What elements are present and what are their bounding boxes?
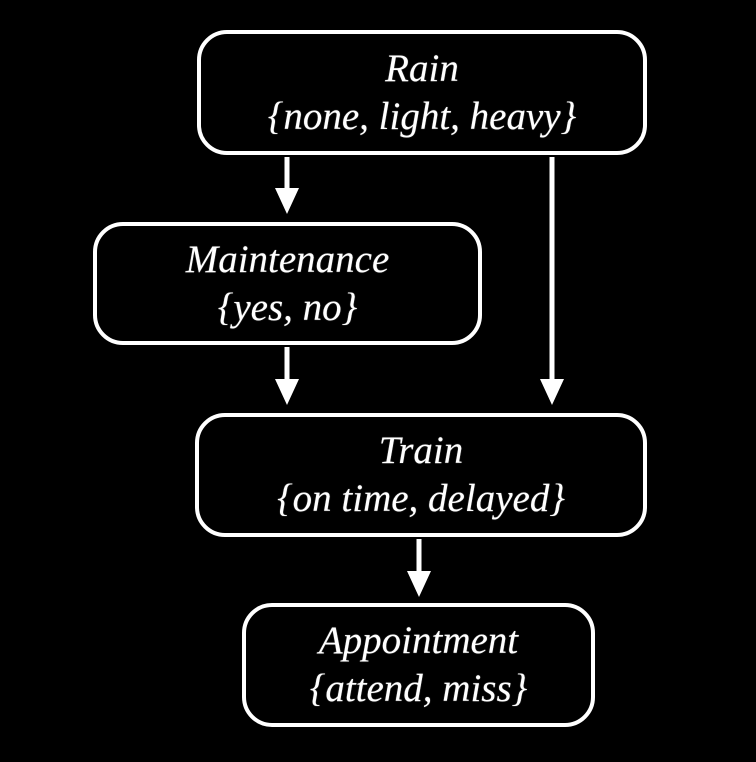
node-train-domain: {on time, delayed} — [277, 477, 565, 520]
edge-train-appointment-arrowhead — [407, 571, 431, 597]
node-maintenance-domain: {yes, no} — [217, 285, 358, 329]
edge-train-appointment — [407, 539, 431, 597]
node-appointment-label: Appointment — [318, 619, 519, 663]
node-rain: Rain {none, light, heavy} — [197, 30, 647, 155]
node-rain-domain: {none, light, heavy} — [267, 94, 577, 138]
node-appointment: Appointment {attend, miss} — [242, 603, 595, 727]
edge-maintenance-train — [275, 347, 299, 405]
edge-rain-maintenance — [275, 157, 299, 214]
edge-rain-train — [540, 157, 564, 405]
edge-rain-maintenance-arrowhead — [275, 188, 299, 214]
edge-rain-train-arrowhead — [540, 379, 564, 405]
node-maintenance: Maintenance {yes, no} — [93, 222, 482, 345]
edge-maintenance-train-arrowhead — [275, 379, 299, 405]
node-rain-label: Rain — [385, 46, 459, 90]
node-train-label: Train — [378, 429, 464, 473]
node-maintenance-label: Maintenance — [185, 237, 390, 281]
node-train: Train {on time, delayed} — [195, 413, 647, 537]
node-appointment-domain: {attend, miss} — [309, 667, 528, 710]
